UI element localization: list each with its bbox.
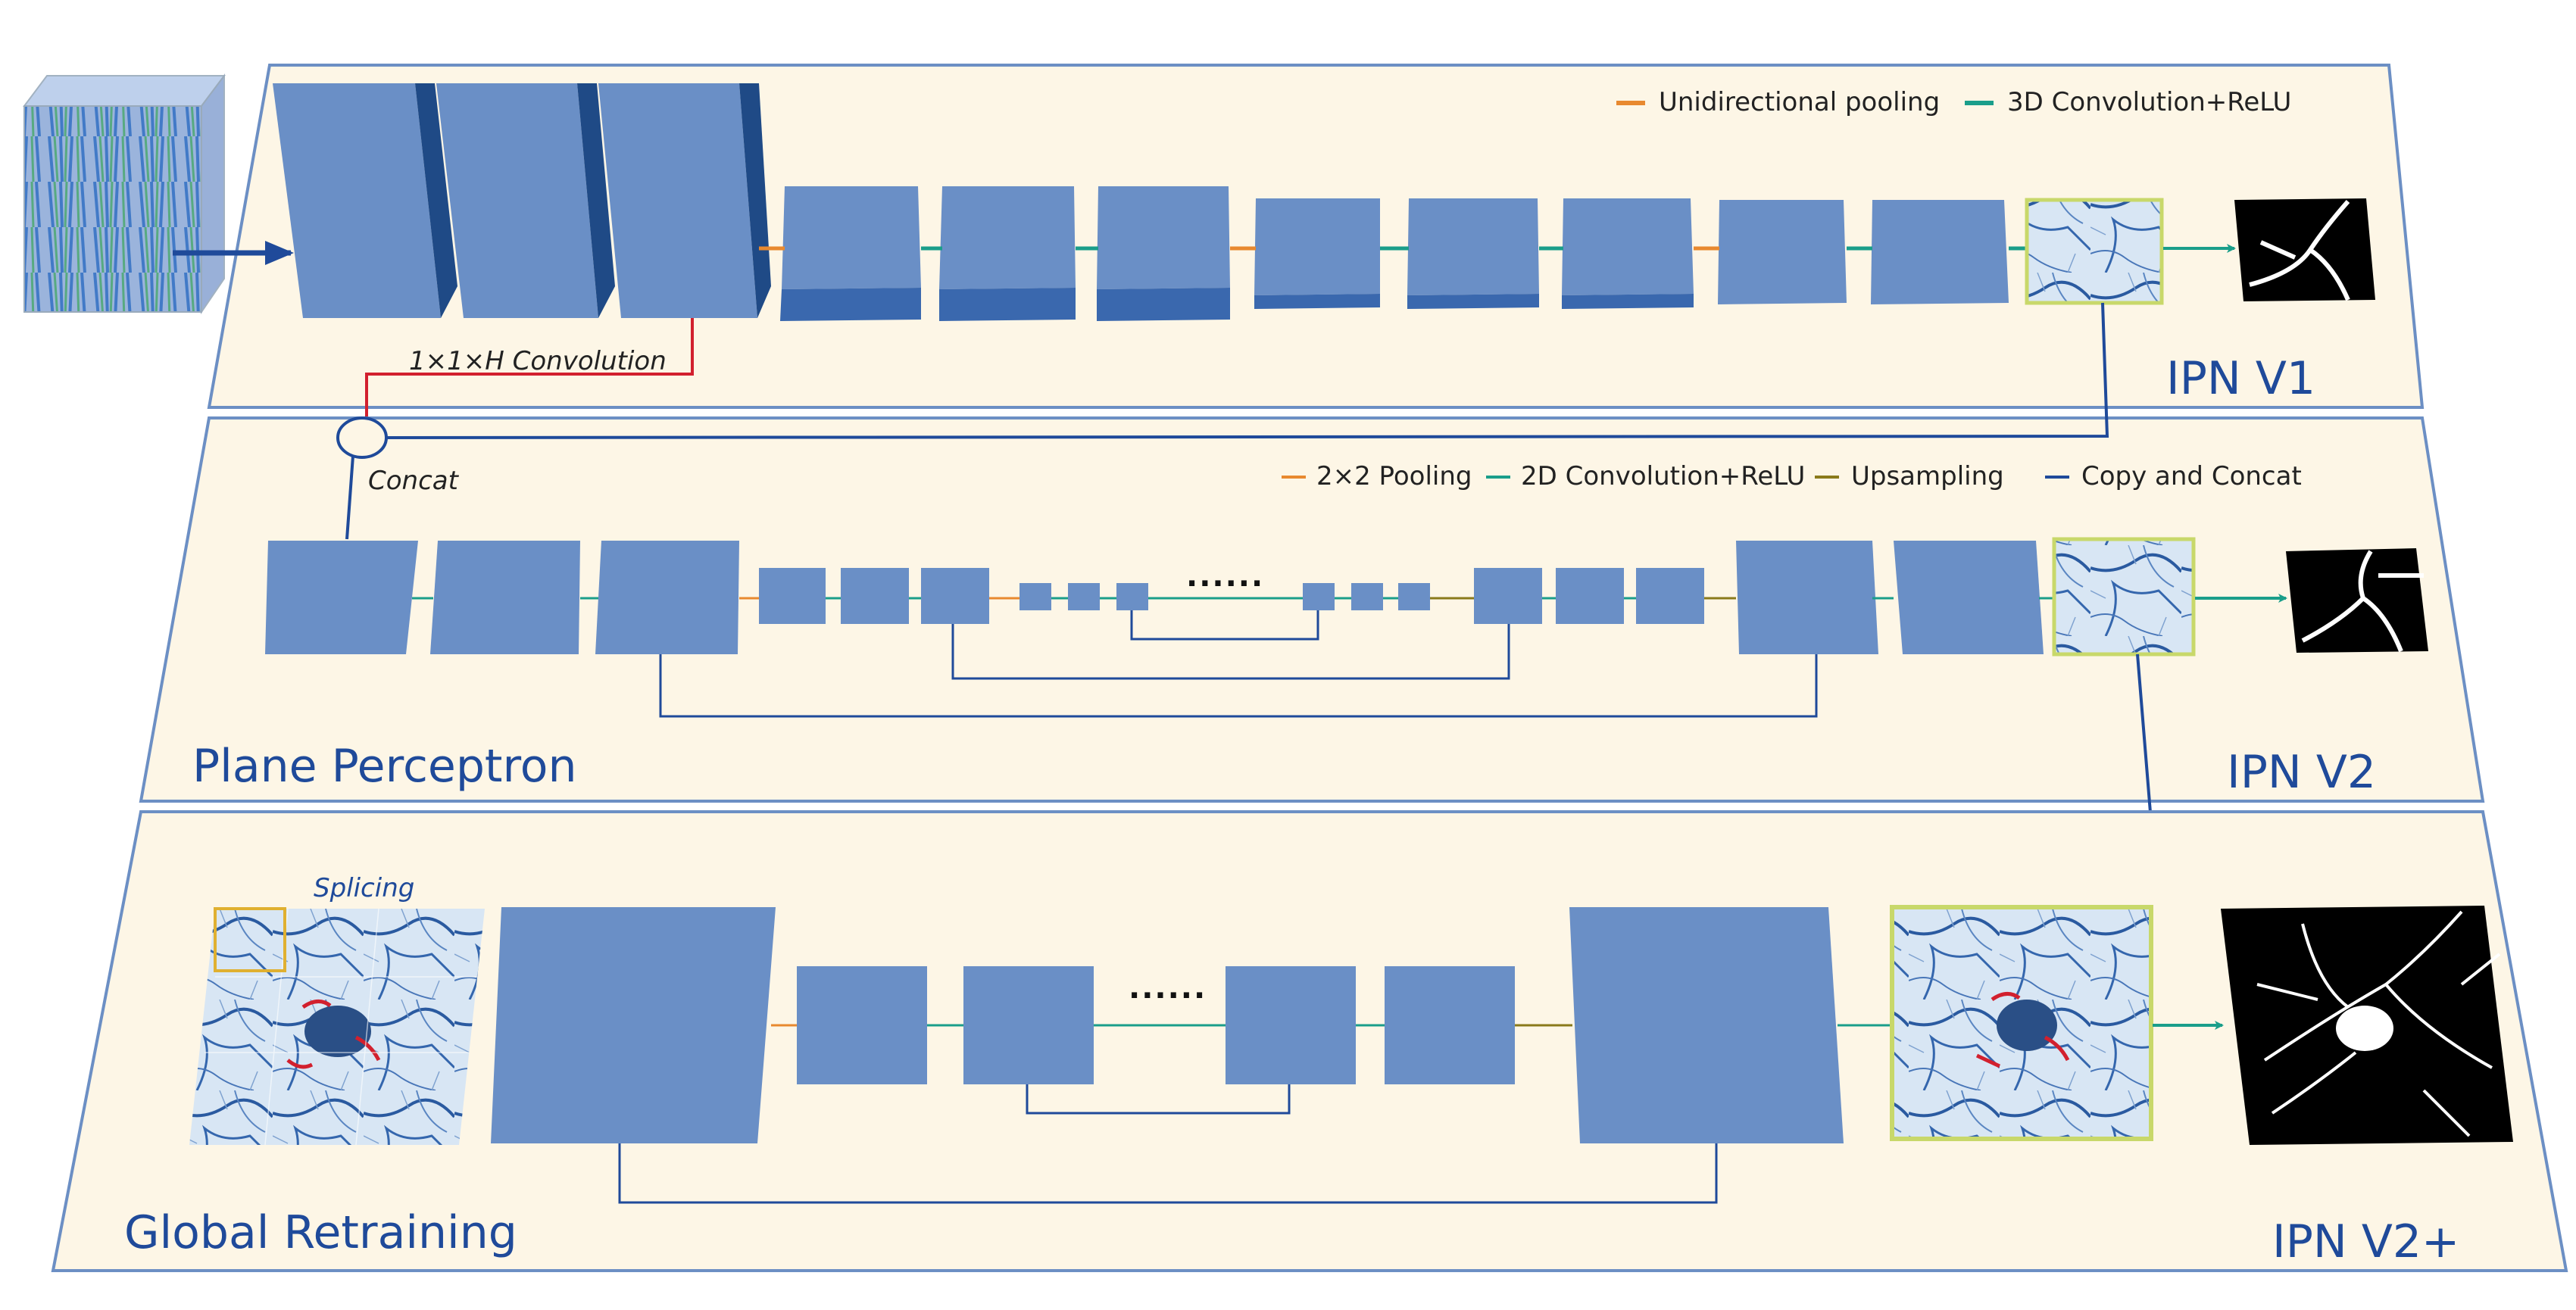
v3-block-6: [1569, 907, 1844, 1143]
v1-projection-image: [2025, 198, 2164, 305]
v3-spliced-octa-image: [189, 907, 485, 1146]
v1-3d-block-7: [1254, 198, 1380, 309]
v3-block-5: [1385, 966, 1515, 1084]
v2-block-17: [1894, 541, 2044, 654]
splicing-patch-frame: [214, 907, 286, 972]
v2-block-14: [1556, 568, 1624, 624]
v2-block-9: [1116, 583, 1148, 610]
v3-block-4: [1226, 966, 1356, 1084]
v3-block-2: [797, 966, 927, 1084]
v2-block-4: [759, 568, 826, 624]
v1-3d-block-6: [1097, 186, 1230, 321]
v2-block-1: [265, 541, 418, 654]
v2-block-12: [1398, 583, 1430, 610]
panel-ipn-v2plus: Splicing ...... Global Retrain: [51, 810, 2568, 1272]
v1-3d-block-3: [598, 83, 771, 318]
v3-skip-outer: [618, 1143, 1718, 1204]
legend-pooling-label: Unidirectional pooling: [1659, 87, 1940, 117]
v1-1x1xh-conv-line: [365, 318, 694, 416]
v2-legend: 2×2 Pooling 2D Convolution+ReLU Upsampli…: [1282, 461, 2302, 491]
v2-ellipsis: ......: [1186, 559, 1264, 594]
concat-node: [336, 416, 388, 459]
v1-3d-block-9: [1562, 198, 1694, 309]
v1-3d-block-4: [780, 186, 921, 321]
v2-block-10: [1303, 583, 1335, 610]
v2-block-16: [1736, 541, 1878, 654]
legend-3dconv-label: 3D Convolution+ReLU: [2007, 87, 2291, 117]
v1-panel-title: IPN V1: [2166, 352, 2315, 405]
v2-block-11: [1351, 583, 1383, 610]
v1-3d-block-10: [1718, 200, 1847, 304]
v2-skip-outer: [659, 654, 1818, 718]
v1-projection-skip-line: [386, 302, 2109, 439]
v1-legend: Unidirectional pooling 3D Convolution+Re…: [1616, 87, 2291, 117]
v3-block-3: [963, 966, 1094, 1084]
v2-skip-middle: [951, 624, 1510, 680]
v2-block-5: [841, 568, 909, 624]
input-oct-volume: [23, 73, 226, 315]
v1-3d-block-11: [1871, 200, 2009, 304]
v3-block-1: [491, 907, 776, 1143]
v2-skip-inner: [1130, 610, 1319, 641]
v3-ellipsis: ......: [1129, 971, 1207, 1006]
v1-3d-block-2: [436, 83, 615, 318]
panel-ipn-v1: Unidirectional pooling 3D Convolution+Re…: [23, 64, 2425, 416]
concat-to-v2-line: [345, 455, 354, 540]
legend-2x2-pooling-label: 2×2 Pooling: [1316, 461, 1472, 491]
v3-panel-title: IPN V2+: [2272, 1215, 2459, 1268]
v2-block-13: [1474, 568, 1542, 624]
v1-segmentation-output: [2234, 198, 2375, 301]
legend-copy-concat-label: Copy and Concat: [2081, 461, 2302, 491]
legend-2dconv-label: 2D Convolution+ReLU: [1521, 461, 1805, 491]
v2-panel-title: IPN V2: [2227, 746, 2376, 799]
v3-projection-image: [1890, 905, 2153, 1141]
concat-label: Concat: [368, 466, 460, 496]
v2-section-title: Plane Perceptron: [192, 740, 577, 793]
v1-1x1xh-conv-label: 1×1×H Convolution: [409, 346, 667, 376]
v2-block-7: [1019, 583, 1051, 610]
splicing-label: Splicing: [314, 873, 414, 903]
legend-upsampling-label: Upsampling: [1851, 461, 2004, 491]
v3-segmentation-output: [2221, 906, 2513, 1145]
v2-projection-image: [2052, 537, 2196, 657]
v1-3d-block-5: [939, 186, 1076, 321]
v2-segmentation-output: [2286, 548, 2428, 653]
v1-3d-block-1: [273, 83, 457, 318]
v2-block-15: [1636, 568, 1704, 624]
v3-section-title: Global Retraining: [124, 1206, 517, 1259]
v2-block-3: [595, 541, 739, 654]
v1-3d-block-8: [1407, 198, 1539, 309]
v2-block-8: [1068, 583, 1100, 610]
v3-skip-inner: [1026, 1084, 1291, 1115]
v2-block-6: [921, 568, 989, 624]
v2-block-2: [430, 541, 580, 654]
